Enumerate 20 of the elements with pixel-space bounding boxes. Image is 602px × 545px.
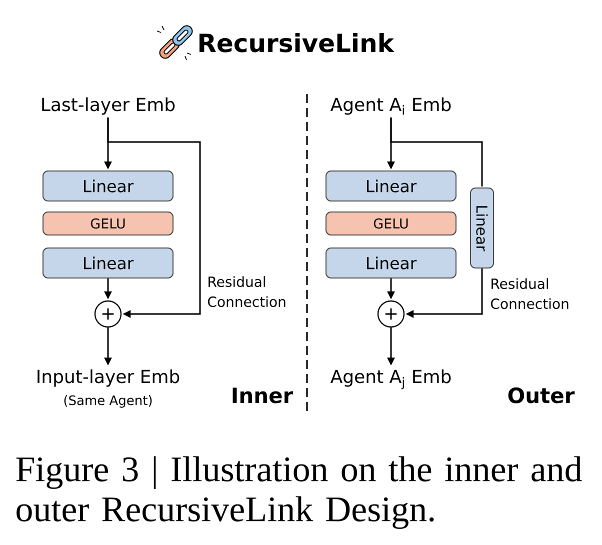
arrow	[107, 117, 201, 318]
embedding-label: Agent A$_{j}$ Emb	[330, 369, 451, 390]
activation-box: GELU	[326, 212, 456, 236]
edge-label: Residual Connection	[208, 276, 286, 308]
activation-box: GELU	[42, 212, 174, 236]
embedding-label: Input-layer Emb	[38, 369, 180, 387]
edge-label: Residual Connection	[490, 278, 568, 310]
embedding-label: Agent A$_{i}$ Emb	[330, 97, 451, 115]
layer-box: Linear	[42, 248, 174, 278]
layer-box: Linear	[42, 170, 174, 202]
layer-box: Linear	[326, 248, 456, 278]
section-label: Inner	[232, 388, 294, 404]
title: RecursiveLink	[200, 33, 394, 52]
layer-box: Linear	[470, 188, 494, 268]
caption: Figure 3 | Illustration on the inner and outer RecursiveLink Design.	[16, 456, 582, 529]
section-label: Outer	[508, 387, 575, 404]
connector-line	[390, 117, 483, 186]
agent-note: (Same Agent)	[64, 395, 152, 408]
embedding-label: Last-layer Emb	[42, 97, 175, 115]
layer-box: Linear	[326, 170, 456, 202]
